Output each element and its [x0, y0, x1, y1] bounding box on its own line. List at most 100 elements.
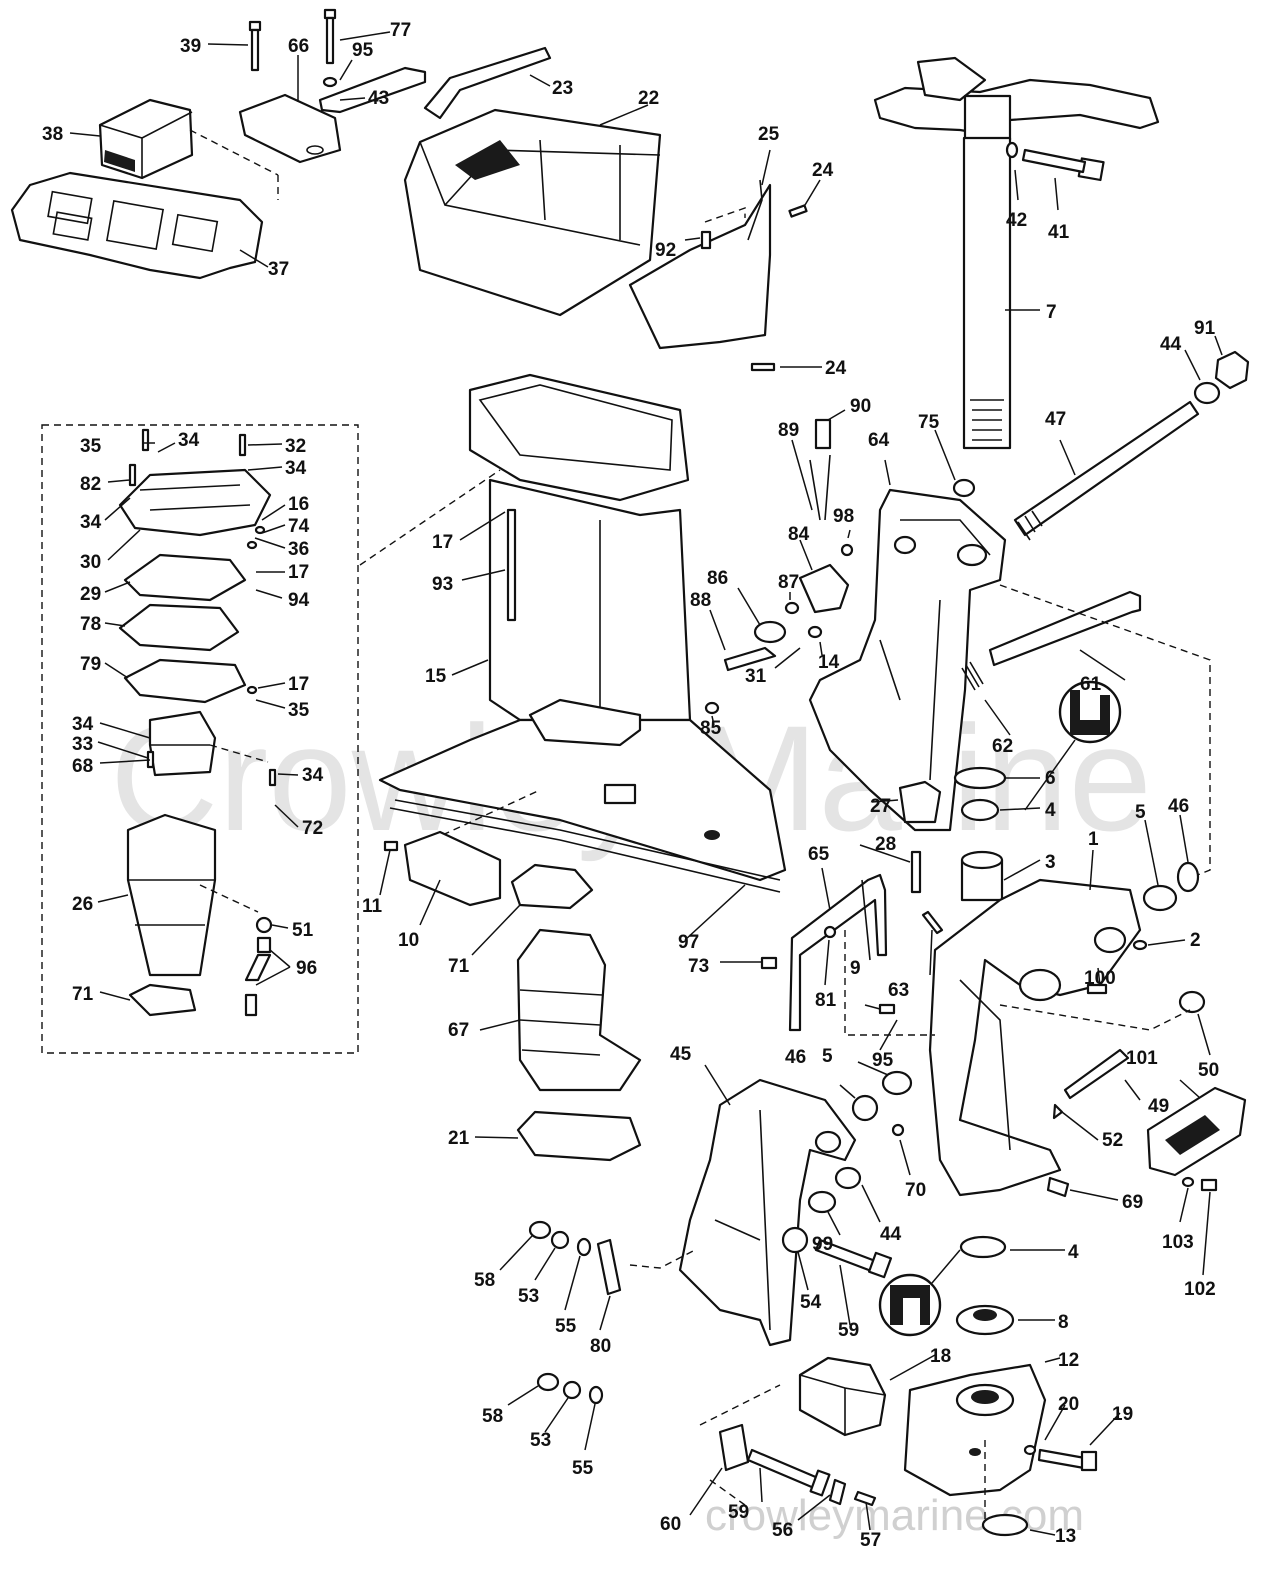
callout: 80	[590, 1336, 611, 1357]
callout: 33	[72, 734, 93, 755]
spring-62	[961, 661, 984, 691]
washer-98	[840, 543, 854, 557]
callout: 77	[390, 20, 411, 41]
callout: 34	[72, 714, 94, 735]
washer-20	[1023, 1444, 1037, 1456]
callout: 24	[825, 358, 847, 379]
callout: 2	[1190, 930, 1201, 951]
seal-8	[955, 1304, 1015, 1336]
callout: 92	[655, 240, 676, 261]
callout: 23	[552, 78, 573, 99]
callout: 17	[288, 562, 309, 583]
bushing-75	[952, 478, 976, 498]
screw-28	[910, 850, 922, 894]
callout: 54	[800, 1292, 822, 1313]
callout: 43	[368, 88, 389, 109]
callout: 67	[448, 1020, 469, 1041]
washer-6	[953, 766, 1007, 790]
callout: 35	[80, 436, 102, 457]
washer-46	[851, 1094, 879, 1122]
callout: 38	[42, 124, 63, 145]
callout: 4	[1068, 1242, 1079, 1263]
callout: 35	[288, 700, 310, 721]
inset-group-box	[41, 424, 359, 1054]
inset-fasteners	[128, 428, 277, 787]
callout: 68	[72, 756, 93, 777]
callout: 100	[1084, 968, 1116, 989]
callout: 64	[868, 430, 890, 451]
callout: 71	[72, 984, 94, 1005]
callout: 85	[700, 718, 722, 739]
callout: 79	[80, 654, 101, 675]
screw-69	[1046, 1176, 1070, 1198]
callout: 19	[1112, 1404, 1133, 1425]
dash-line	[629, 1249, 696, 1269]
callout: 16	[288, 494, 309, 515]
bushing-50	[1178, 990, 1206, 1014]
screw-102	[1200, 1178, 1218, 1192]
gasket-71-inset	[128, 983, 197, 1017]
callout: 71	[448, 956, 470, 977]
callout: 53	[518, 1286, 539, 1307]
callout: 29	[80, 584, 101, 605]
callout: 94	[288, 590, 310, 611]
callout: 34	[285, 458, 307, 479]
callout: 7	[1046, 302, 1057, 323]
plate-78	[118, 603, 240, 652]
spring-63	[921, 910, 944, 935]
link-80	[596, 1238, 622, 1296]
callout: 95	[872, 1050, 894, 1071]
nut-53	[550, 1230, 570, 1250]
seal-4-top	[960, 798, 1000, 822]
washer-42	[1005, 141, 1019, 159]
swivel-bracket-64	[808, 488, 1007, 832]
callout: 14	[818, 652, 840, 673]
seal-4-lower	[959, 1235, 1007, 1259]
nut-13	[981, 1513, 1029, 1537]
callout: 37	[268, 259, 289, 280]
callout: 28	[875, 834, 896, 855]
dash-line	[189, 129, 279, 176]
callout: 5	[1135, 802, 1146, 823]
callout: 8	[1058, 1312, 1069, 1333]
callout: 69	[1122, 1192, 1143, 1213]
callout: 62	[992, 736, 1013, 757]
wire-89	[809, 454, 831, 521]
nut-53-lower	[562, 1380, 582, 1400]
clip-52	[1052, 1103, 1064, 1120]
callout: 55	[572, 1458, 594, 1479]
callout: 70	[905, 1180, 926, 1201]
callout: 39	[180, 36, 201, 57]
bracket-43	[318, 66, 427, 114]
dash-line	[359, 469, 501, 566]
screw-11	[383, 840, 399, 852]
callout: 41	[1048, 222, 1070, 243]
bolt-77	[322, 8, 338, 88]
washer-103	[1181, 1176, 1195, 1188]
callout: 18	[930, 1346, 951, 1367]
stud-93	[506, 508, 517, 622]
screw-92	[700, 230, 712, 250]
clip-56	[828, 1478, 847, 1506]
dash-line	[699, 1384, 781, 1506]
callout: 97	[678, 932, 699, 953]
cover-plate-10	[403, 830, 502, 907]
bushing-3	[960, 850, 1004, 902]
callout: 88	[690, 590, 711, 611]
callout: 59	[728, 1502, 749, 1523]
callout: 74	[288, 516, 310, 537]
callout: 17	[288, 674, 309, 695]
screw-100	[1086, 983, 1108, 995]
plate-60	[718, 1423, 750, 1472]
nut-44	[834, 1166, 862, 1190]
leader	[931, 1249, 961, 1284]
washer-81	[823, 925, 837, 939]
leader-lines	[69, 31, 1223, 1536]
gasket-37	[10, 171, 264, 280]
block-27	[898, 780, 942, 824]
gasket-71	[510, 863, 594, 910]
callout: 60	[660, 1514, 681, 1535]
bolt-39	[248, 20, 262, 72]
nut-85	[704, 701, 720, 715]
bracket-45	[678, 1078, 857, 1347]
